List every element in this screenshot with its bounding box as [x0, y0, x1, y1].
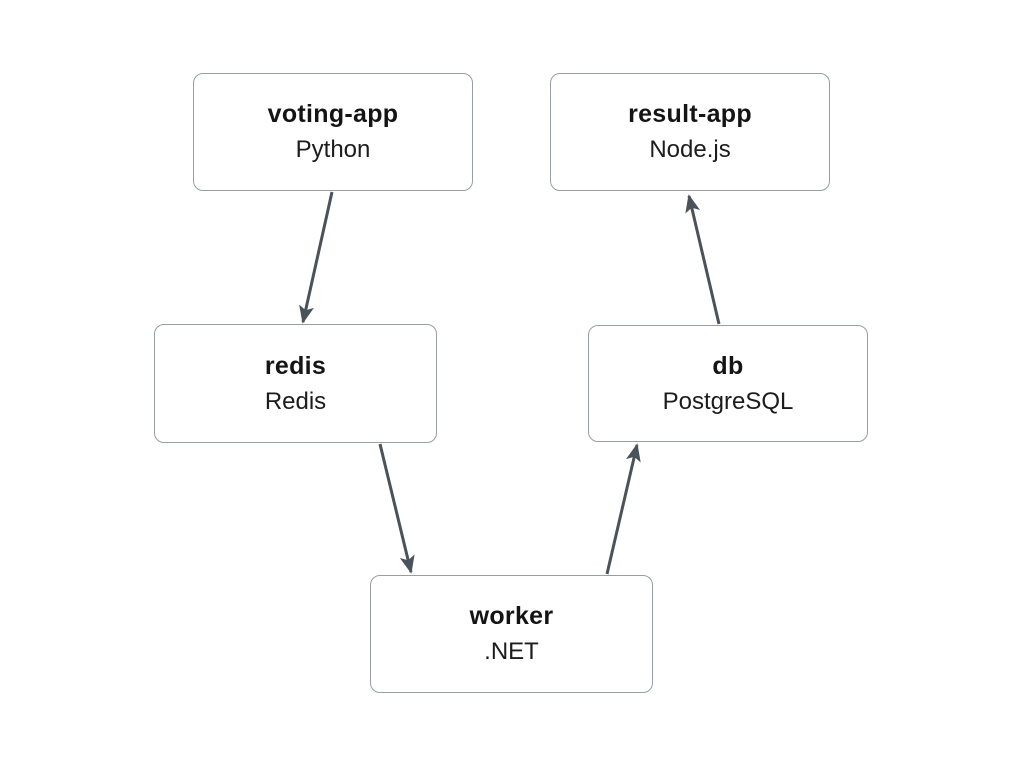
node-result-app: result-app Node.js: [550, 73, 830, 191]
node-worker-subtitle: .NET: [484, 638, 539, 665]
node-db-title: db: [712, 351, 744, 380]
node-result-app-subtitle: Node.js: [649, 136, 731, 163]
node-voting-app-title: voting-app: [267, 100, 399, 128]
node-redis-subtitle: Redis: [264, 387, 327, 415]
node-voting-app: voting-app Python: [193, 73, 473, 191]
node-worker-title: worker: [469, 602, 554, 630]
edge-db-result-app: [685, 194, 721, 325]
edge-worker-db: [605, 443, 641, 575]
node-worker: worker .NET: [370, 575, 653, 693]
node-db: db PostgreSQL: [588, 325, 868, 442]
node-db-subtitle: PostgreSQL: [662, 387, 794, 415]
edge-voting-app-redis: [299, 191, 334, 324]
node-redis: redis Redis: [154, 324, 437, 443]
node-voting-app-subtitle: Python: [295, 136, 371, 163]
node-result-app-title: result-app: [628, 100, 752, 128]
node-redis-title: redis: [264, 351, 327, 380]
edge-redis-worker: [378, 443, 415, 574]
